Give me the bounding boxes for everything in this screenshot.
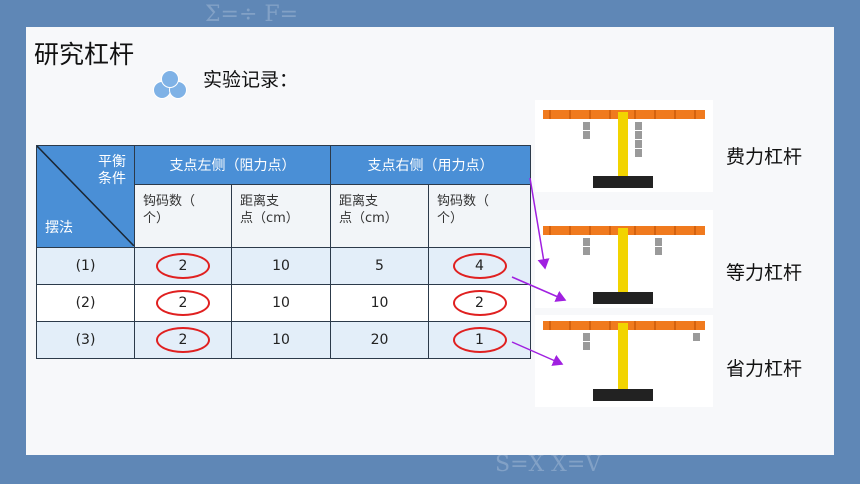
background-formula-bottom: S=X X=V	[495, 452, 602, 477]
subheader-weights-left: 钩码数（ 个）	[134, 184, 232, 248]
table-cell: 10	[231, 247, 331, 285]
lever-label-3: 省力杠杆	[726, 358, 803, 380]
corner-top-label: 平衡 条件	[98, 154, 126, 187]
red-circle-mark	[156, 253, 210, 279]
lever-balance-illustration	[543, 321, 705, 401]
row-label: (2)	[36, 284, 135, 322]
red-circle-mark	[156, 327, 210, 353]
slide-title: 研究杠杆	[34, 40, 135, 69]
table-cell: 2	[134, 321, 232, 359]
table-cell: 1	[428, 321, 531, 359]
table-cell: 2	[134, 247, 232, 285]
table-row: (2) 2 10 10 2	[36, 284, 531, 322]
slide-card: 研究杠杆 实验记录： 平衡 条件 摆法 支点左侧（阻力点） 支点右侧（用力点） …	[26, 27, 834, 455]
table-cell: 10	[231, 284, 331, 322]
subheader-distance-left: 距离支 点（cm）	[231, 184, 331, 248]
table-cell: 10	[231, 321, 331, 359]
lever-balance-illustration	[543, 226, 705, 304]
section-subtitle: 实验记录：	[203, 69, 299, 91]
lever-photo-2	[535, 210, 713, 308]
table-cell: 4	[428, 247, 531, 285]
experiment-table: 平衡 条件 摆法 支点左侧（阻力点） 支点右侧（用力点） 钩码数（ 个） 距离支…	[36, 145, 531, 359]
table-row: (3) 2 10 20 1	[36, 321, 531, 359]
lever-label-1: 费力杠杆	[726, 146, 803, 168]
table-row: (1) 2 10 5 4	[36, 247, 531, 285]
table-cell: 10	[330, 284, 429, 322]
red-circle-mark	[452, 327, 507, 353]
header-left-group: 支点左侧（阻力点）	[134, 145, 331, 185]
red-circle-mark	[452, 290, 507, 316]
red-circle-mark	[156, 290, 210, 316]
lever-balance-illustration	[543, 110, 705, 188]
table-cell: 2	[428, 284, 531, 322]
corner-diagonal-line	[37, 146, 134, 246]
subheader-weights-right: 钩码数（ 个）	[428, 184, 531, 248]
table-cell: 20	[330, 321, 429, 359]
table-cell: 2	[134, 284, 232, 322]
table-cell: 5	[330, 247, 429, 285]
background-formula-top: Σ=÷ F=	[205, 2, 299, 27]
corner-bottom-label: 摆法	[45, 220, 73, 236]
lever-label-2: 等力杠杆	[726, 262, 803, 284]
lever-photo-1	[535, 100, 713, 192]
lever-photo-3	[535, 315, 713, 407]
header-right-group: 支点右侧（用力点）	[330, 145, 531, 185]
row-label: (1)	[36, 247, 135, 285]
subheader-distance-right: 距离支 点（cm）	[330, 184, 429, 248]
row-label: (3)	[36, 321, 135, 359]
bubbles-icon	[153, 70, 187, 100]
table-corner-cell: 平衡 条件 摆法	[36, 145, 135, 248]
red-circle-mark	[452, 253, 507, 279]
